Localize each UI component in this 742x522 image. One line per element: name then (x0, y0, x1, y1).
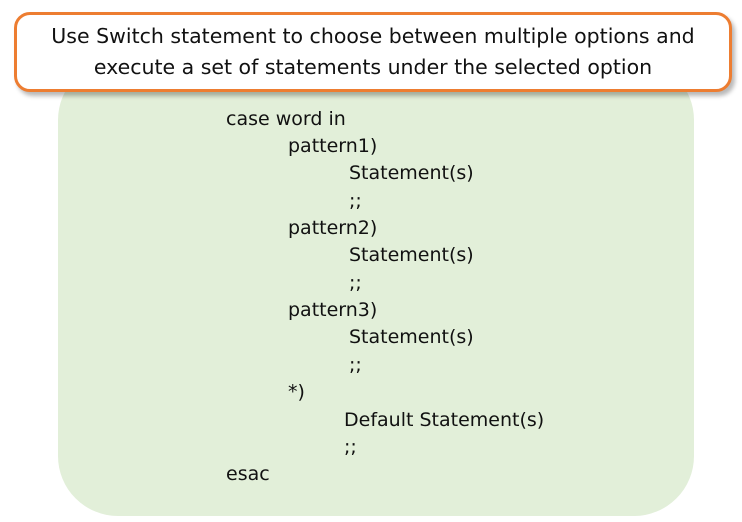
code-line-statement-3: Statement(s) (349, 326, 474, 348)
code-line-pattern3: pattern3) (288, 299, 378, 321)
code-line-default-pattern: *) (288, 381, 305, 403)
code-line-pattern2: pattern2) (288, 217, 378, 239)
code-line-terminator-default: ;; (344, 436, 357, 458)
code-line-case: case word in (226, 108, 346, 130)
code-line-esac: esac (226, 463, 270, 485)
code-line-default-statement: Default Statement(s) (344, 409, 545, 431)
code-line-pattern1: pattern1) (288, 135, 378, 157)
code-panel (58, 60, 694, 516)
header-callout: Use Switch statement to choose between m… (14, 12, 732, 92)
code-line-terminator-2: ;; (349, 272, 362, 294)
code-line-statement-2: Statement(s) (349, 244, 474, 266)
code-line-terminator-1: ;; (349, 190, 362, 212)
header-text: Use Switch statement to choose between m… (51, 24, 695, 79)
code-line-statement-1: Statement(s) (349, 162, 474, 184)
code-line-terminator-3: ;; (349, 354, 362, 376)
